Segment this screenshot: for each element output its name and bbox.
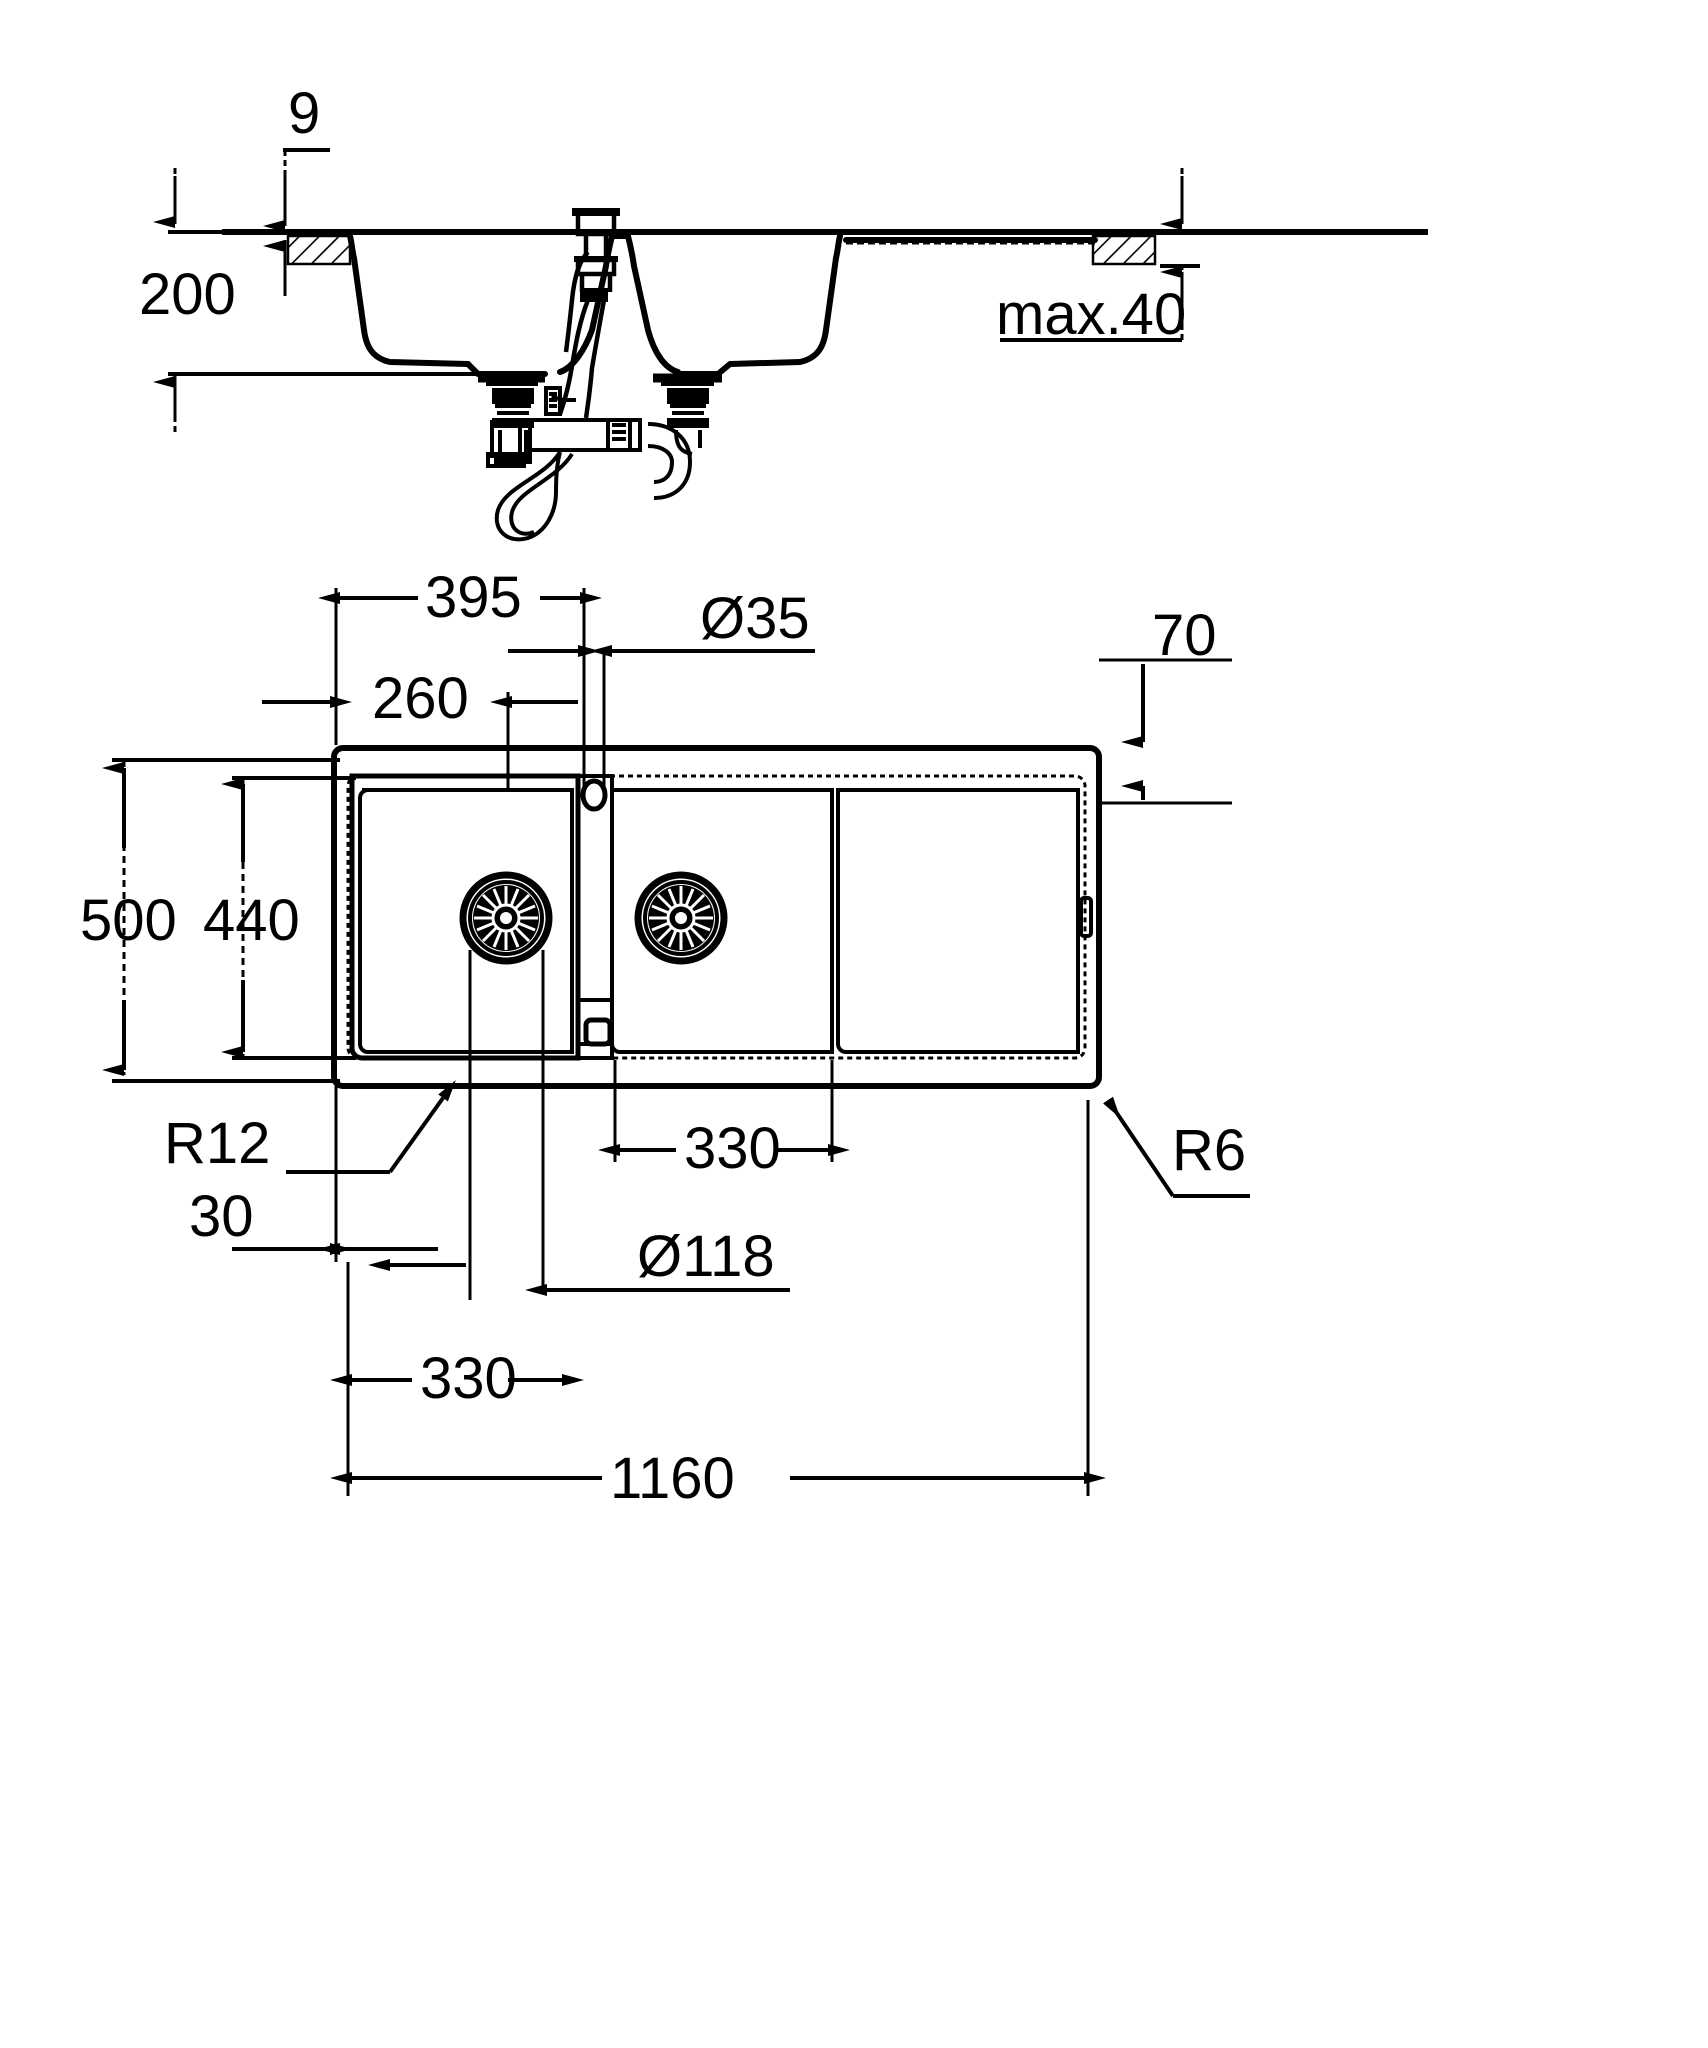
tap-hole — [580, 778, 608, 812]
dimension-r12: R12 — [164, 1080, 456, 1176]
dimension-500-label: 500 — [80, 888, 177, 953]
dimension-30-label: 30 — [189, 1184, 254, 1249]
dimension-max40-label: max.40 — [996, 282, 1186, 347]
dimension-max40: max.40 — [996, 168, 1200, 347]
dimension-500: 500 — [80, 758, 340, 1083]
dimension-260: 260 — [262, 666, 578, 790]
section-view-group: 200 9 max.40 — [139, 81, 1428, 542]
drainboard-area — [836, 788, 1080, 1054]
waste-assembly-right — [653, 373, 722, 456]
waste-assembly-left — [478, 373, 545, 464]
dimension-70-label: 70 — [1152, 603, 1217, 668]
dimension-9: 9 — [263, 81, 330, 300]
sink-cutout-outline — [346, 774, 1087, 1060]
dimension-r6-label: R6 — [1172, 1118, 1246, 1183]
sink-outer-outline — [331, 745, 1102, 1089]
plan-view-group: 395 Ø35 260 70 — [80, 565, 1250, 1511]
dimension-1160: 1160 — [330, 1100, 1106, 1511]
dimension-440: 440 — [203, 776, 356, 1060]
faucet-section — [557, 208, 620, 419]
dimension-r12-label: R12 — [164, 1111, 270, 1176]
dimension-330-left: 330 — [330, 1262, 584, 1411]
dimension-200: 200 — [139, 168, 480, 432]
dimension-1160-label: 1160 — [610, 1446, 735, 1511]
dimension-70: 70 — [1099, 603, 1232, 805]
centre-waste-recess — [576, 998, 614, 1046]
dimension-dia35-label: Ø35 — [700, 586, 810, 651]
dimension-9-label: 9 — [288, 81, 320, 146]
dimension-dia35: Ø35 — [508, 586, 815, 790]
centre-ridge — [576, 774, 614, 1060]
worktop-hatch-right — [1091, 234, 1157, 266]
dimension-200-label: 200 — [139, 262, 236, 327]
dimension-30: 30 — [189, 1086, 438, 1262]
dimension-dia118-label: Ø118 — [637, 1224, 775, 1289]
dimension-330-left-label: 330 — [420, 1346, 517, 1411]
dimension-dia118: Ø118 — [368, 950, 790, 1300]
dimension-330-right-label: 330 — [684, 1116, 781, 1181]
dimension-440-label: 440 — [203, 888, 300, 953]
dimension-260-label: 260 — [372, 666, 469, 731]
overflow-slot — [1079, 896, 1093, 938]
dimension-330-right: 330 — [598, 1060, 850, 1181]
basin-left-inner — [358, 788, 574, 1054]
faucet-hose-assembly — [486, 386, 693, 542]
dimension-395-label: 395 — [425, 565, 522, 630]
worktop-hatch-left — [286, 234, 352, 266]
waste-strainer-right — [634, 871, 728, 965]
waste-strainer-left — [459, 871, 553, 965]
dimension-r6: R6 — [1103, 1096, 1250, 1198]
